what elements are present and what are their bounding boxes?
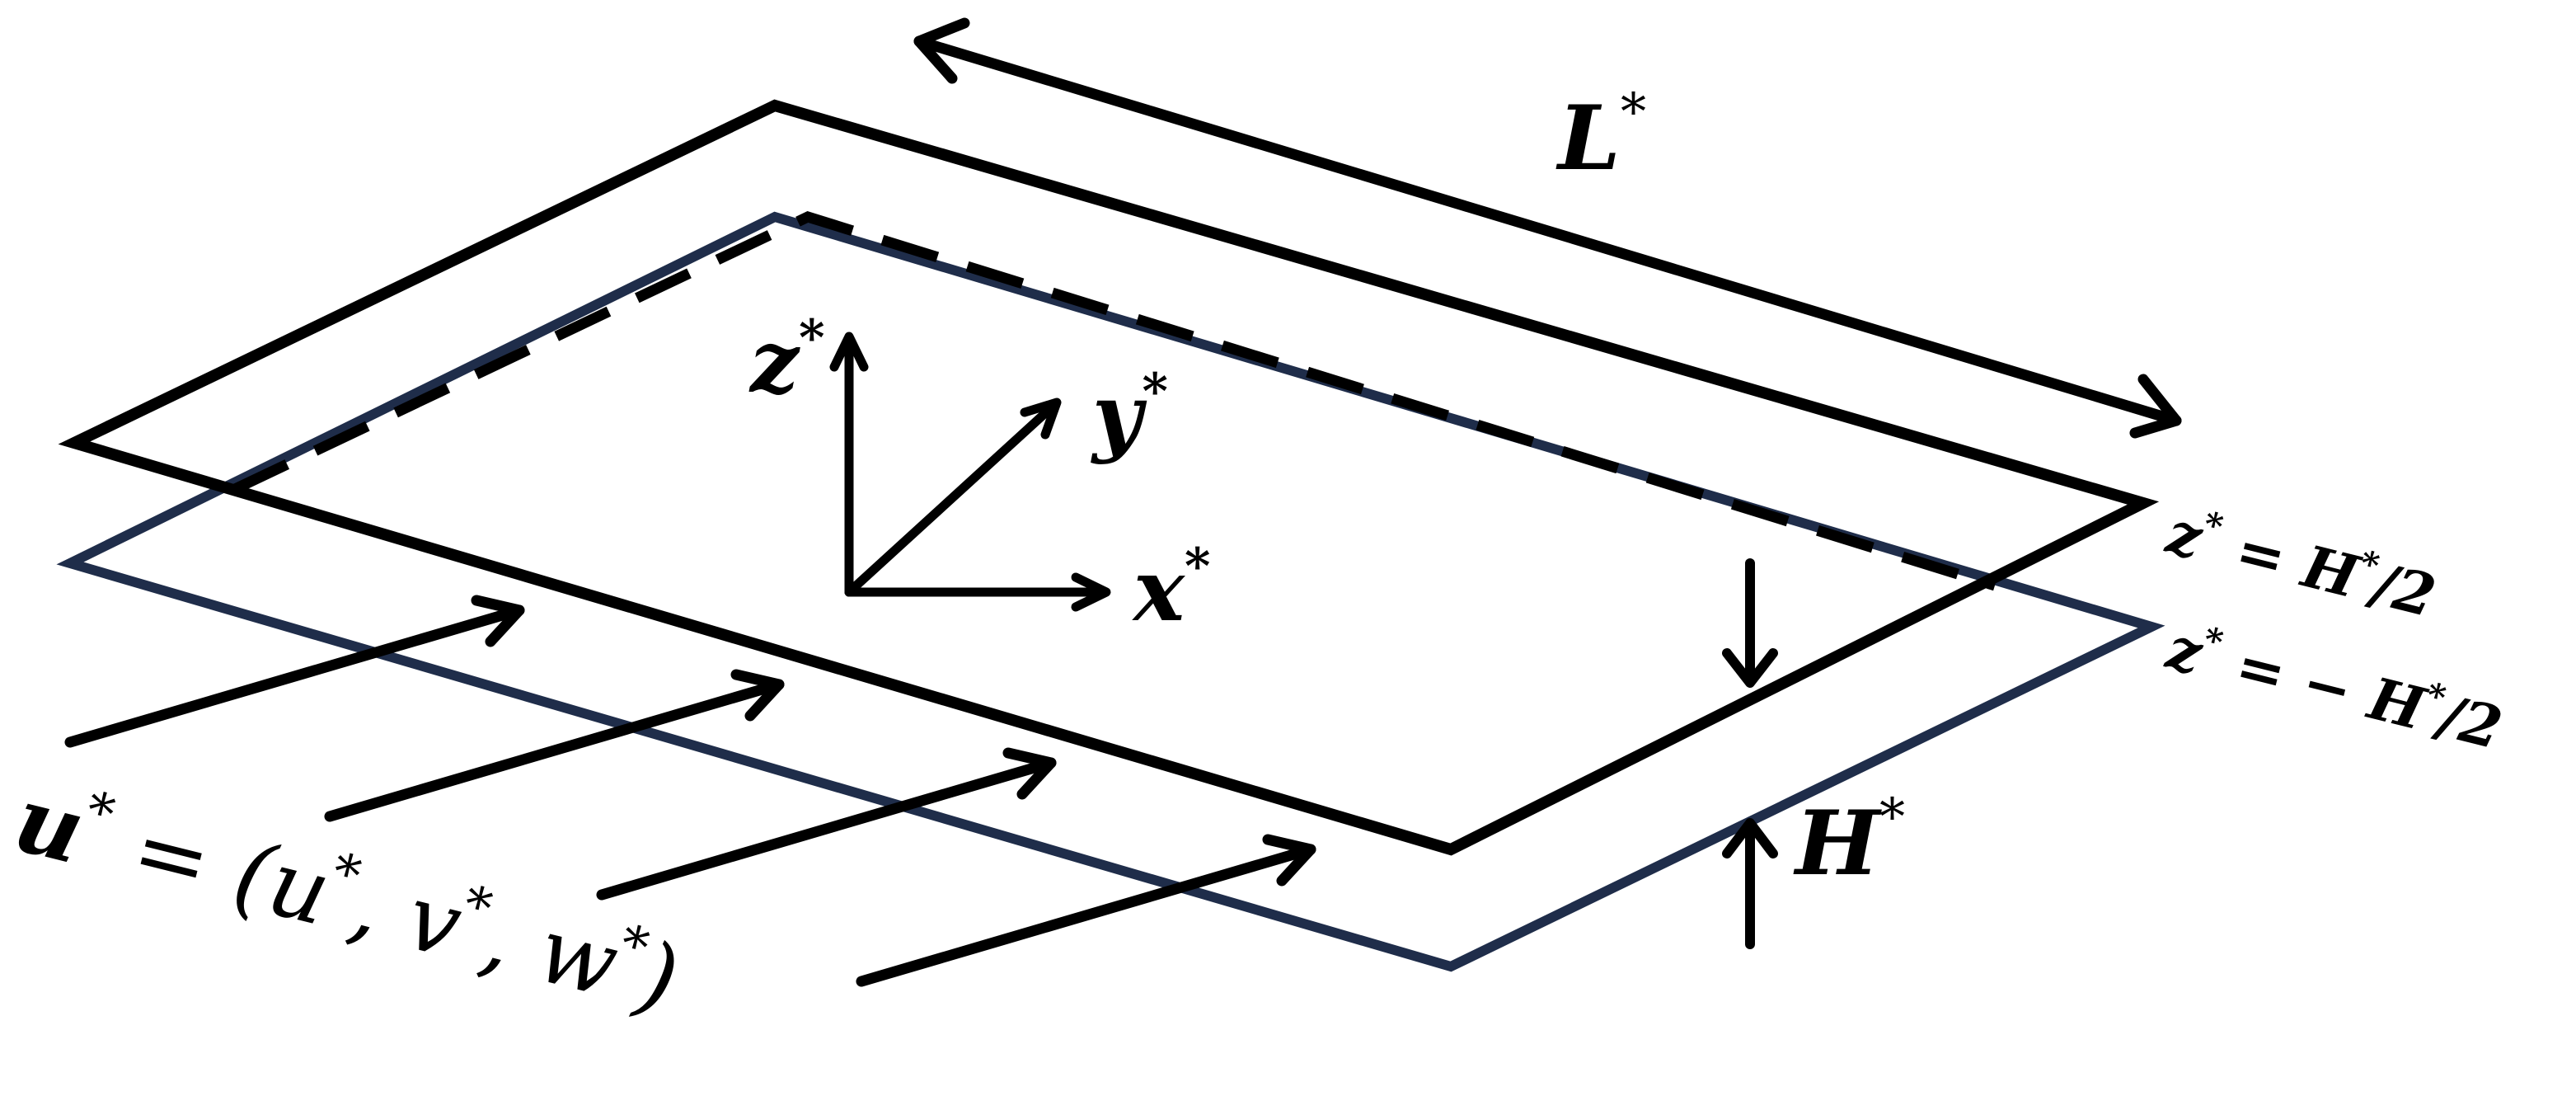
gap-arrows bbox=[1722, 558, 1778, 949]
y-axis-arrowhead bbox=[1020, 397, 1062, 440]
upper-plate bbox=[58, 99, 2160, 856]
inflow-arrow bbox=[596, 757, 1057, 901]
inflow-arrow bbox=[324, 679, 785, 822]
length-arrow bbox=[913, 17, 2182, 439]
length-label: L* bbox=[1555, 82, 1646, 191]
x-axis-label: x* bbox=[1132, 538, 1210, 641]
gap-label: H* bbox=[1793, 787, 1905, 896]
inflow-arrow bbox=[856, 844, 1316, 987]
inflow-arrow bbox=[64, 604, 525, 748]
lower-plate bbox=[56, 211, 2165, 972]
z-axis-arrowhead bbox=[829, 332, 869, 372]
y-axis-label: y* bbox=[1091, 363, 1168, 466]
lower-plane-label: z* = − H*/2 bbox=[2159, 611, 2509, 763]
x-axis-arrowhead bbox=[1071, 572, 1111, 612]
upper-plane-label: z* = H*/2 bbox=[2159, 496, 2442, 631]
inflow-arrows bbox=[64, 595, 1316, 987]
z-axis-label: z* bbox=[748, 309, 824, 412]
velocity-label: u* = (u*, v*, w*) bbox=[5, 764, 689, 1032]
coordinate-axes bbox=[829, 332, 1111, 612]
upper-plate-hidden-edges bbox=[232, 211, 1997, 591]
